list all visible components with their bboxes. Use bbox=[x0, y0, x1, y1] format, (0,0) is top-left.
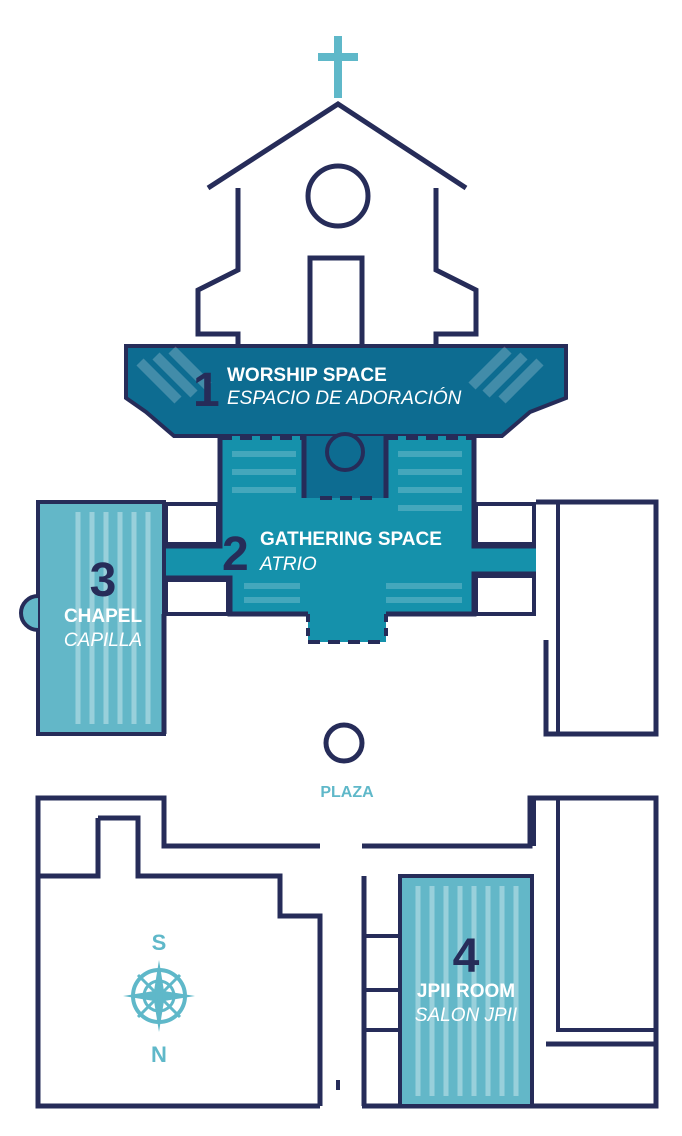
gathering-space-label: 2 GATHERING SPACE ATRIO bbox=[222, 528, 442, 581]
jpii-room-subtitle: SALON JPII bbox=[415, 1005, 518, 1026]
chapel-area[interactable] bbox=[19, 500, 167, 736]
chapel-title: CHAPEL bbox=[64, 606, 143, 627]
south-building bbox=[35, 795, 659, 1109]
gathering-space-area[interactable] bbox=[166, 432, 536, 644]
jpii-room-area[interactable] bbox=[398, 874, 534, 1108]
plaza-label: PLAZA bbox=[320, 784, 374, 801]
worship-space-number: 1 bbox=[193, 364, 220, 417]
worship-space-area[interactable] bbox=[124, 344, 568, 438]
worship-space-label: 1 WORSHIP SPACE ESPACIO DE ADORACIÓN bbox=[193, 364, 462, 417]
jpii-room-number: 4 bbox=[453, 930, 480, 983]
jpii-room-title: JPII ROOM bbox=[417, 981, 515, 1002]
gathering-space-number: 2 bbox=[222, 528, 249, 581]
worship-space-subtitle: ESPACIO DE ADORACIÓN bbox=[227, 387, 462, 409]
compass-south-label: S bbox=[152, 930, 167, 955]
jpii-room-label: 4 JPII ROOM SALON JPII bbox=[415, 930, 518, 1026]
plaza-area[interactable]: PLAZA bbox=[320, 722, 374, 801]
cross-icon bbox=[318, 36, 358, 98]
compass-rose-icon bbox=[123, 960, 195, 1032]
chapel-subtitle: CAPILLA bbox=[64, 630, 142, 651]
gathering-space-title: GATHERING SPACE bbox=[260, 529, 442, 550]
compass-north-label: N bbox=[151, 1042, 167, 1067]
gathering-space-subtitle: ATRIO bbox=[259, 554, 317, 575]
plaza-fountain bbox=[323, 722, 365, 764]
chapel-number: 3 bbox=[90, 554, 117, 607]
chapel-label: 3 CHAPEL CAPILLA bbox=[64, 554, 143, 651]
church-building-outline bbox=[195, 101, 479, 344]
baptismal-font bbox=[325, 432, 365, 472]
east-wing bbox=[536, 499, 659, 737]
worship-space-title: WORSHIP SPACE bbox=[227, 365, 387, 386]
rose-window bbox=[305, 163, 371, 229]
